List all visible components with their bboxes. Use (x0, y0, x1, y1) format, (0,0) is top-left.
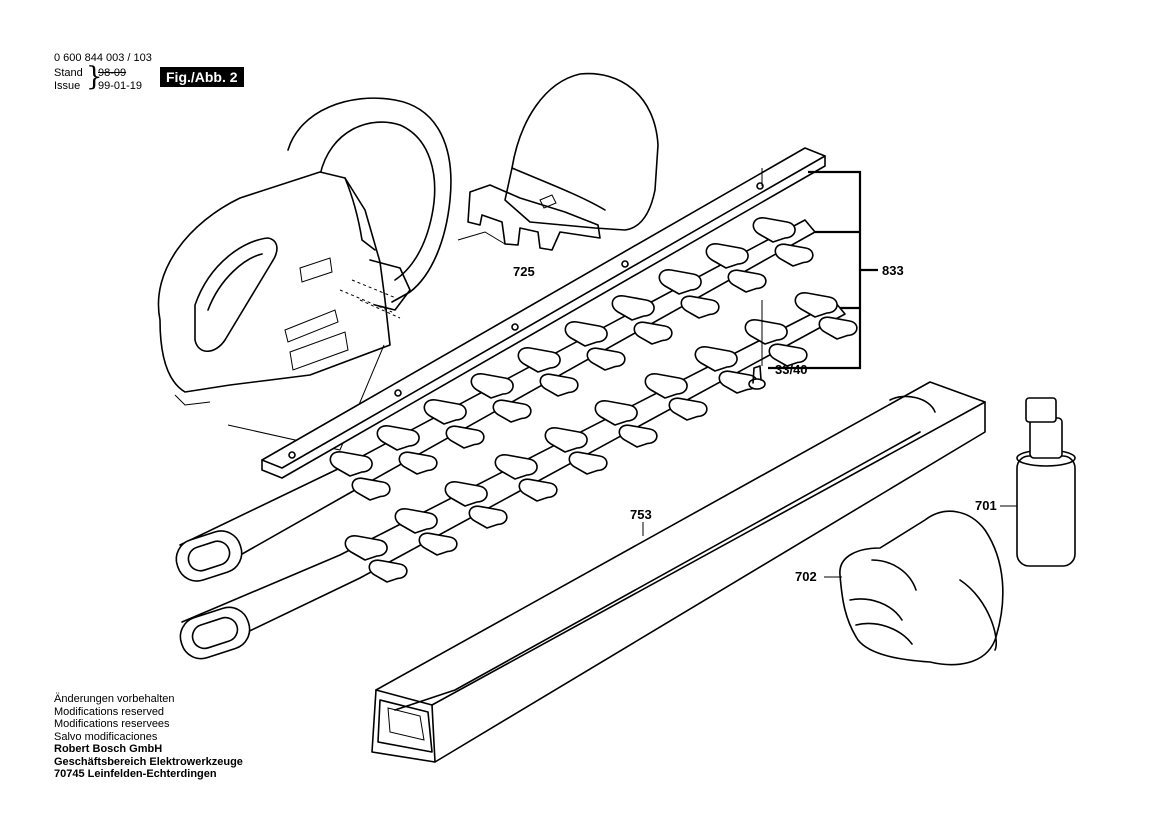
part-label-833: 833 (882, 263, 904, 278)
stand-value: 98-09 (98, 67, 127, 79)
document-number: 0 600 844 003 / 103 (54, 52, 152, 64)
footer-changes-de: Änderungen vorbehalten (54, 693, 175, 705)
part-label-702: 702 (795, 569, 817, 584)
guide-rail-drawing (261, 147, 826, 479)
gloves-702-drawing (824, 510, 1004, 666)
issue-value: 99-01-19 (98, 80, 143, 92)
part-label-701: 701 (975, 498, 997, 513)
part-label-725: 725 (513, 264, 535, 279)
issue-label: Issue (54, 80, 81, 92)
part-label-33-40: 33/40 (775, 362, 808, 377)
footer-address: 70745 Leinfelden-Echterdingen (54, 768, 217, 780)
screw-33-40-drawing (748, 300, 766, 390)
blade-teeth-drawing (329, 217, 858, 583)
footer-division: Geschäftsbereich Elektrowerkzeuge (54, 755, 243, 768)
figure-badge: Fig./Abb. 2 (160, 67, 244, 87)
footer-changes-en: Modifications reserved (54, 705, 165, 718)
blade-cover-753-drawing (371, 381, 986, 763)
footer-changes-es: Salvo modificaciones (54, 730, 158, 743)
assembly-bracket-833 (768, 170, 878, 370)
footer-company: Robert Bosch GmbH (54, 743, 163, 755)
hand-guard-725-drawing (457, 72, 659, 251)
tool-housing-drawing (157, 97, 452, 451)
part-label-753: 753 (630, 507, 652, 522)
brace-symbol: } (86, 62, 103, 92)
oil-bottle-701-drawing (1000, 397, 1076, 567)
footer-changes-fr: Modifications reservees (54, 718, 170, 730)
stand-label: Stand (54, 67, 83, 79)
cutter-blade-upper-drawing (175, 219, 816, 582)
